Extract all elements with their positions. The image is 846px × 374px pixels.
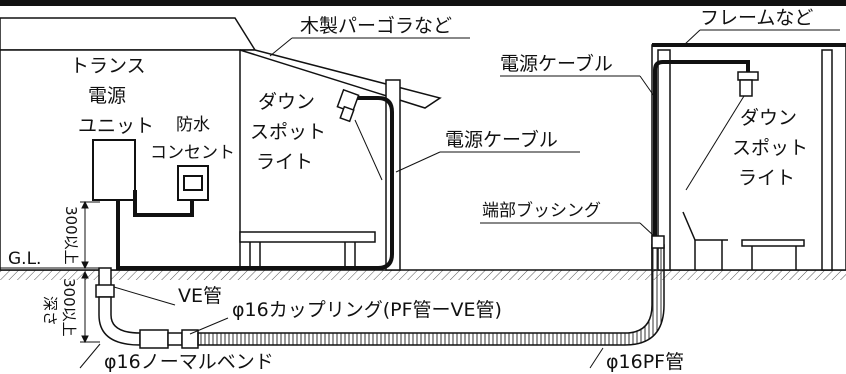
pergola-cable xyxy=(116,96,394,270)
height-above-label: 300以上 xyxy=(62,206,80,265)
downspot-left-label-3: ライト xyxy=(256,151,313,173)
frame-structure xyxy=(651,43,846,271)
downspot-left xyxy=(336,88,360,123)
depth-value-label: 300以上 xyxy=(60,278,78,337)
outlet-box xyxy=(177,165,209,201)
top-border xyxy=(0,0,846,6)
frame-label: フレームなど xyxy=(700,7,813,29)
downspot-left-label-2: スポット xyxy=(250,121,326,143)
outlet-label-1: 防水 xyxy=(176,115,210,135)
downspot-right xyxy=(737,71,759,97)
pergola-structure xyxy=(239,49,442,271)
chair-table xyxy=(682,211,805,270)
pf-pipe xyxy=(197,244,665,346)
pergola-label: 木製パーゴラなど xyxy=(300,15,452,37)
ve-pipe-label: VE管 xyxy=(178,285,222,307)
transformer-label-2: 電源 xyxy=(88,85,126,107)
pf-pipe-label: φ16PF管 xyxy=(606,351,684,373)
cable-left-label: 電源ケーブル xyxy=(445,128,558,151)
downspot-right-label-2: スポット xyxy=(732,137,808,159)
coupling xyxy=(139,329,199,349)
downspot-right-label-1: ダウン xyxy=(740,107,797,129)
coupling-label: φ16カップリング(PF管ーVE管) xyxy=(232,299,502,321)
bushing-label: 端部ブッシング xyxy=(482,200,601,221)
leader-lines xyxy=(79,29,840,369)
frame-cable xyxy=(653,60,750,240)
outlet-cable xyxy=(133,190,194,217)
downspot-right-label-3: ライト xyxy=(738,167,795,189)
outlet-label-2: コンセント xyxy=(150,143,235,163)
transformer-label-1: トランス xyxy=(70,55,146,77)
downspot-left-pointer xyxy=(354,119,383,181)
cable-right-label: 電源ケーブル xyxy=(500,52,613,75)
gl-label: G.L. xyxy=(8,249,41,269)
downspot-right-pointer xyxy=(685,95,745,191)
transformer-label-3: ユニット xyxy=(78,115,154,137)
downspot-left-label-1: ダウン xyxy=(258,91,315,113)
normal-bend-label: φ16ノーマルベンド xyxy=(104,351,274,373)
transformer-box xyxy=(92,139,136,201)
ground-hatch xyxy=(0,270,846,280)
dimension-lines xyxy=(0,200,100,344)
depth-prefix-label: 深さ xyxy=(41,296,59,326)
end-bushing xyxy=(651,235,665,249)
